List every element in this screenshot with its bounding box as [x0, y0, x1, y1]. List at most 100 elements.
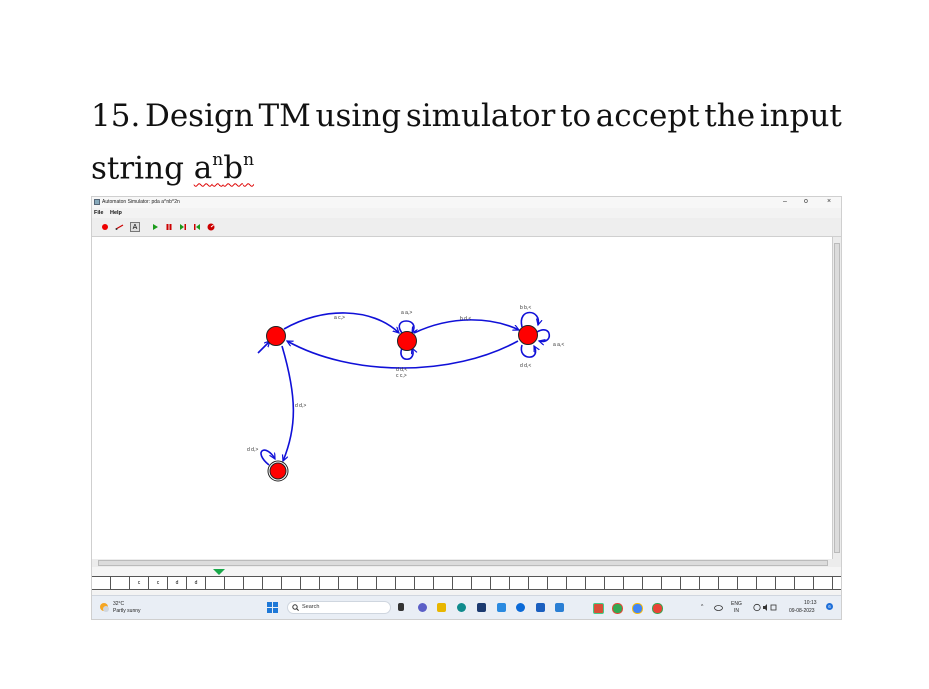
clock-time[interactable]: 10:13 — [804, 600, 817, 606]
vertical-scrollbar[interactable] — [833, 237, 841, 559]
tape-cell[interactable] — [320, 577, 339, 590]
tape-cell[interactable] — [92, 577, 111, 590]
tape-cell[interactable] — [643, 577, 662, 590]
automaton-canvas[interactable]: a c,> a a,> b d,< b b,< a a,< d d,< d d,… — [92, 237, 833, 559]
loop-q2-right[interactable] — [536, 329, 551, 342]
tape-cell[interactable] — [738, 577, 757, 590]
tape-cell[interactable] — [301, 577, 320, 590]
add-state-tool[interactable] — [100, 222, 110, 232]
help-icon[interactable] — [516, 603, 525, 612]
tape-cell[interactable] — [339, 577, 358, 590]
run-button[interactable] — [150, 222, 160, 232]
tape-cell[interactable] — [586, 577, 605, 590]
tape-cell[interactable]: c — [130, 577, 149, 590]
tape-cell[interactable] — [510, 577, 529, 590]
tape-cell[interactable] — [719, 577, 738, 590]
word-icon[interactable] — [536, 603, 545, 612]
text-tool[interactable]: A — [130, 222, 140, 232]
tape-cell[interactable] — [624, 577, 643, 590]
edge-q1-q2[interactable] — [413, 319, 519, 334]
tape-cell[interactable] — [111, 577, 130, 590]
mail-icon[interactable] — [497, 603, 506, 612]
loop-q2-top[interactable] — [520, 311, 538, 328]
tape-cell[interactable] — [415, 577, 434, 590]
tape-cell[interactable] — [795, 577, 814, 590]
chrome-icon-3[interactable] — [652, 603, 663, 614]
loop-q2-bottom[interactable] — [520, 344, 535, 358]
weather-icon — [100, 603, 109, 612]
horizontal-scroll-thumb[interactable] — [98, 560, 828, 566]
tape-cell[interactable] — [757, 577, 776, 590]
step-button[interactable] — [178, 222, 188, 232]
document-heading: 15. Design TM using simulator to accept … — [91, 93, 842, 191]
speed-control[interactable] — [206, 222, 216, 232]
tape-cell[interactable] — [605, 577, 624, 590]
windows-start-icon[interactable] — [267, 602, 278, 613]
tape-cell[interactable] — [567, 577, 586, 590]
maximize-button[interactable]: o — [804, 198, 808, 205]
tape-cell[interactable] — [377, 577, 396, 590]
taskbar-search-box[interactable]: Search — [287, 601, 391, 614]
chrome-icon-1[interactable] — [612, 603, 623, 614]
tape-cell[interactable] — [358, 577, 377, 590]
edge-q0-q1[interactable] — [283, 312, 399, 333]
tape-cell[interactable]: d — [168, 577, 187, 590]
java-app-taskbar-icon[interactable] — [593, 603, 604, 614]
chrome-icon-2[interactable] — [632, 603, 643, 614]
tape-panel: c c d d — [92, 567, 841, 591]
edge-browser-icon[interactable] — [457, 603, 466, 612]
state-q1[interactable] — [397, 331, 417, 351]
chat-icon[interactable] — [418, 603, 427, 612]
task-view-icon[interactable] — [398, 603, 404, 611]
tape-cell[interactable]: c — [149, 577, 168, 590]
minimize-button[interactable]: – — [783, 198, 787, 205]
language-secondary[interactable]: IN — [734, 608, 739, 614]
tape-cell[interactable] — [453, 577, 472, 590]
tape-cell[interactable] — [396, 577, 415, 590]
clock-date[interactable]: 09-08-2023 — [789, 608, 815, 614]
menu-help[interactable]: Help — [110, 210, 122, 216]
tape-cell[interactable] — [206, 577, 225, 590]
tape-cell[interactable] — [681, 577, 700, 590]
network-volume-battery-icons[interactable] — [753, 603, 777, 612]
tape-cell[interactable] — [662, 577, 681, 590]
tape-cell[interactable] — [244, 577, 263, 590]
tape-cell[interactable] — [225, 577, 244, 590]
tape-cell[interactable] — [776, 577, 795, 590]
reset-button[interactable] — [192, 222, 202, 232]
edge-q2-q0[interactable] — [287, 340, 519, 369]
tape-cell[interactable]: d — [187, 577, 206, 590]
store-icon[interactable] — [477, 603, 486, 612]
onedrive-icon[interactable] — [714, 603, 723, 611]
vertical-scroll-thumb[interactable] — [834, 243, 840, 553]
photos-icon[interactable] — [555, 603, 564, 612]
close-button[interactable]: × — [827, 198, 832, 205]
loop-q1-bottom[interactable] — [400, 348, 413, 361]
tape-cell[interactable] — [814, 577, 833, 590]
language-primary[interactable]: ENG — [731, 601, 742, 607]
file-explorer-icon[interactable] — [437, 603, 446, 612]
tape-cell[interactable] — [700, 577, 719, 590]
tape-cell[interactable] — [434, 577, 453, 590]
tape-cell[interactable] — [491, 577, 510, 590]
state-q2[interactable] — [518, 325, 538, 345]
menu-file[interactable]: File — [94, 210, 104, 216]
tape-cell[interactable] — [282, 577, 301, 590]
loop-q1[interactable] — [398, 320, 414, 333]
edge-q0-q3[interactable] — [281, 345, 295, 461]
tape-cell[interactable] — [472, 577, 491, 590]
horizontal-scrollbar[interactable] — [92, 559, 841, 567]
tape-cell[interactable] — [529, 577, 548, 590]
heading-word: TM — [258, 98, 311, 134]
pause-button[interactable] — [164, 222, 174, 232]
notification-badge[interactable]: 6 — [826, 603, 833, 610]
state-q0[interactable] — [266, 326, 286, 346]
loop-q3[interactable] — [260, 449, 276, 466]
state-diagram[interactable]: a c,> a a,> b d,< b b,< a a,< d d,< d d,… — [92, 237, 832, 559]
tape[interactable]: c c d d — [92, 576, 841, 590]
add-transition-tool[interactable] — [115, 222, 125, 232]
tape-cell[interactable] — [263, 577, 282, 590]
tape-cell[interactable] — [833, 577, 841, 590]
tray-overflow-icon[interactable]: ^ — [701, 604, 704, 610]
tape-cell[interactable] — [548, 577, 567, 590]
